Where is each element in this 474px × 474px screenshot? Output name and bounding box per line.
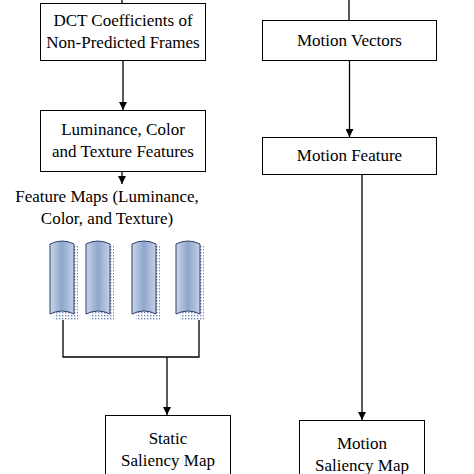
flow-arrow (349, 61, 350, 137)
incoming-line (348, 0, 349, 20)
flow-arrow (361, 175, 362, 420)
process-box: Motion Saliency Map (299, 420, 425, 474)
box-text: DCT Coefficients of Non-Predicted Frames (45, 10, 201, 54)
leader-arrow (121, 172, 122, 184)
feature-maps-label: Feature Maps (Luminance, Color, and Text… (2, 186, 212, 230)
flow-arrow (122, 61, 123, 110)
feature-map-icons (50, 241, 204, 320)
process-box: Motion Vectors (262, 20, 437, 61)
merge-arrow (166, 357, 167, 415)
process-box: Static Saliency Map (105, 415, 231, 474)
process-box: Motion Feature (262, 137, 437, 175)
box-text: Luminance, Color and Texture Features (47, 119, 199, 163)
box-text: Motion Saliency Map (314, 433, 410, 474)
box-text: Static Saliency Map (120, 428, 216, 472)
box-text: Motion Feature (297, 145, 402, 167)
process-box: DCT Coefficients of Non-Predicted Frames (40, 3, 206, 61)
merge-bracket (63, 320, 199, 357)
process-box: Luminance, Color and Texture Features (40, 110, 206, 172)
box-text: Motion Vectors (297, 30, 402, 52)
